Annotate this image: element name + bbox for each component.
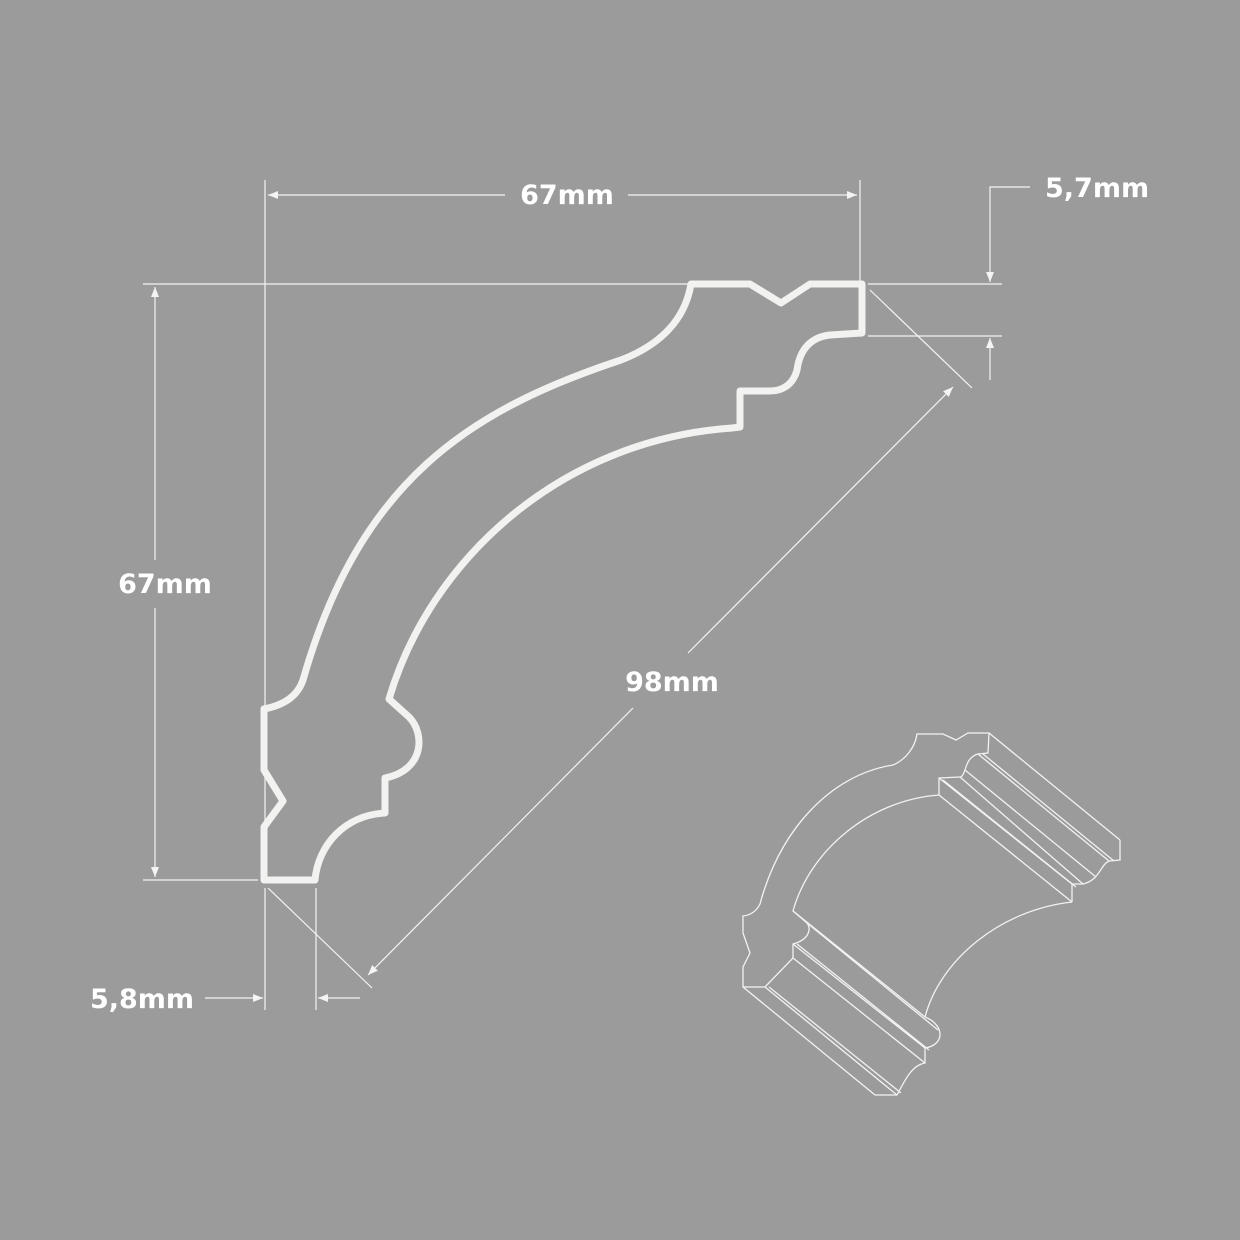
- bottom-lip-dimension: 5,8mm: [90, 984, 360, 1015]
- diagonal-label: 98mm: [625, 667, 719, 698]
- top-lip-dimension: 5,7mm: [986, 173, 1149, 380]
- width-label: 67mm: [520, 180, 614, 211]
- top-lip-label: 5,7mm: [1045, 173, 1149, 204]
- bottom-lip-label: 5,8mm: [90, 984, 194, 1015]
- isometric-view: [742, 732, 1121, 1096]
- height-label: 67mm: [118, 569, 212, 600]
- height-dimension: 67mm: [118, 287, 212, 877]
- width-dimension: 67mm: [268, 180, 857, 211]
- diagonal-dimension: 98mm: [367, 386, 954, 976]
- extension-lines: [143, 180, 1002, 1010]
- moulding-profile: [260, 280, 866, 884]
